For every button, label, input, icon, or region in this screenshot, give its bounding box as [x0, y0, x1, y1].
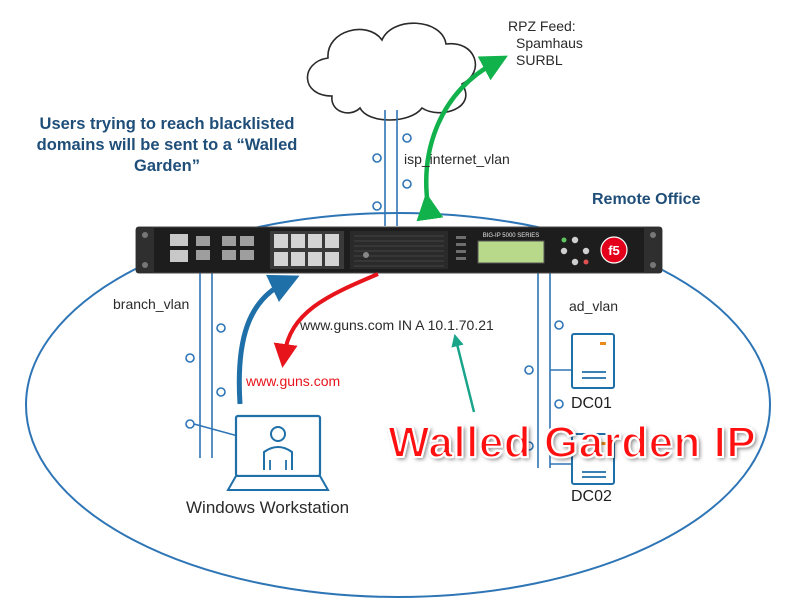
ad-vlan-bus: [524, 272, 572, 468]
remote-office-boundary: [25, 212, 771, 598]
rpz-feed-item: Spamhaus: [516, 35, 583, 51]
rpz-feed-arrow: [416, 55, 508, 222]
dns-record-label: www.guns.com IN A 10.1.70.21: [300, 317, 494, 333]
walled-garden-pointer-arrow: [451, 333, 476, 413]
server-icon: [571, 433, 615, 485]
server-label-dc02: DC02: [571, 488, 612, 505]
ad-vlan-label: ad_vlan: [569, 298, 619, 314]
rpz-feed-heading: RPZ Feed:: [508, 18, 576, 34]
f5-logo-icon: f5: [600, 236, 628, 264]
bigip-device: BIG-IP 5000 SERIES f5: [135, 226, 663, 274]
server-icon: [571, 333, 615, 389]
query-domain-label: www.guns.com: [246, 373, 341, 389]
svg-text:f5: f5: [608, 243, 620, 258]
workstation-icon: [226, 414, 330, 491]
isp-vlan-label: isp_internet_vlan: [404, 151, 510, 167]
device-model-text: BIG-IP 5000 SERIES: [483, 233, 540, 239]
rpz-feed-item: SURBL: [516, 52, 563, 68]
dns-response-arrow: [273, 272, 379, 368]
isp-vlan-bus: [372, 110, 412, 226]
workstation-label: Windows Workstation: [186, 498, 350, 517]
walled-garden-ip-label: Walled Garden IP: [387, 417, 757, 468]
rpz-feed-label: RPZ Feed: Spamhaus SURBL: [508, 18, 583, 69]
branch-vlan-label: branch_vlan: [113, 296, 190, 312]
diagram-title: Users trying to reach blacklisted domain…: [36, 115, 298, 175]
branch-vlan-bus: [185, 272, 239, 458]
dns-query-arrow: [236, 274, 300, 405]
server-label-dc01: DC01: [571, 395, 612, 412]
remote-office-label: Remote Office: [592, 191, 701, 208]
